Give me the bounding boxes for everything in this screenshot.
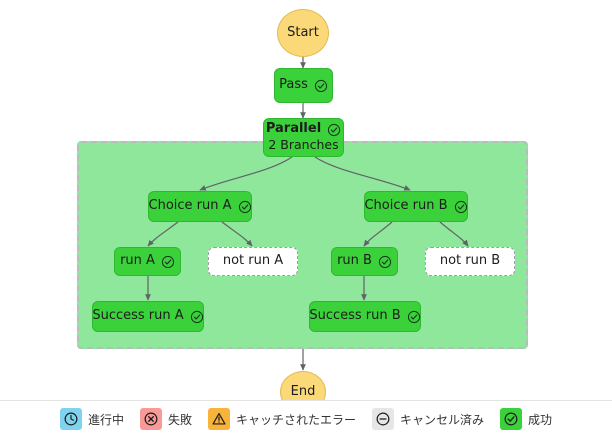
- node-not-run-b[interactable]: not run B: [425, 247, 515, 276]
- node-choice-run-a-label: Choice run A: [148, 198, 232, 214]
- node-pass-label: Pass: [279, 77, 308, 93]
- node-success-run-b[interactable]: Success run B: [309, 301, 421, 332]
- check-circle-icon: [407, 310, 421, 324]
- node-run-b[interactable]: run B: [331, 247, 398, 276]
- node-not-run-a-label: not run A: [222, 253, 284, 269]
- node-success-run-a[interactable]: Success run A: [92, 301, 204, 332]
- node-pass[interactable]: Pass: [274, 68, 333, 103]
- legend-item-caught-error: キャッチされたエラー: [207, 408, 356, 430]
- node-start[interactable]: Start: [277, 9, 329, 57]
- node-parallel-label: Parallel: [265, 121, 322, 137]
- check-circle-icon: [161, 255, 175, 269]
- legend-item-cancelled: キャンセル済み: [372, 408, 484, 430]
- check-circle-icon: [500, 408, 523, 430]
- warning-triangle-icon: [207, 408, 230, 430]
- flow-diagram-canvas: Start Pass Parallel 2 Branches Choice ru…: [77, 9, 528, 413]
- legend-label-succeeded: 成功: [528, 412, 553, 427]
- node-parallel[interactable]: Parallel 2 Branches: [263, 118, 344, 157]
- clock-icon: [59, 408, 82, 430]
- node-start-label: Start: [287, 24, 319, 40]
- node-run-b-label: run B: [337, 253, 372, 269]
- check-circle-icon: [314, 79, 328, 93]
- x-circle-icon: [139, 408, 162, 430]
- node-run-a[interactable]: run A: [114, 247, 181, 276]
- node-run-a-label: run A: [120, 253, 155, 269]
- node-not-run-b-label: not run B: [439, 253, 501, 269]
- legend-label-in-progress: 進行中: [87, 412, 124, 427]
- legend-item-failed: 失敗: [139, 408, 192, 430]
- node-choice-run-b-label: Choice run B: [364, 198, 448, 214]
- legend-label-caught-error: キャッチされたエラー: [235, 412, 356, 427]
- node-success-run-a-label: Success run A: [92, 308, 184, 324]
- legend-item-succeeded: 成功: [500, 408, 552, 430]
- check-circle-icon: [190, 310, 204, 324]
- minus-circle-icon: [372, 408, 394, 430]
- node-parallel-sublabel: 2 Branches: [268, 137, 339, 153]
- node-success-run-b-label: Success run B: [309, 308, 401, 324]
- legend-label-cancelled: キャンセル済み: [400, 412, 485, 427]
- status-legend: 進行中 失敗 キャッチされたエラー キャンセル済み: [0, 400, 612, 437]
- node-choice-run-b[interactable]: Choice run B: [364, 191, 468, 222]
- node-not-run-a[interactable]: not run A: [208, 247, 298, 276]
- check-circle-icon: [454, 200, 468, 214]
- check-circle-icon: [327, 123, 341, 137]
- check-circle-icon: [238, 200, 252, 214]
- legend-item-in-progress: 進行中: [59, 408, 124, 430]
- node-choice-run-a[interactable]: Choice run A: [148, 191, 252, 222]
- legend-label-failed: 失敗: [167, 412, 192, 427]
- node-end-label: End: [290, 383, 316, 399]
- check-circle-icon: [378, 255, 392, 269]
